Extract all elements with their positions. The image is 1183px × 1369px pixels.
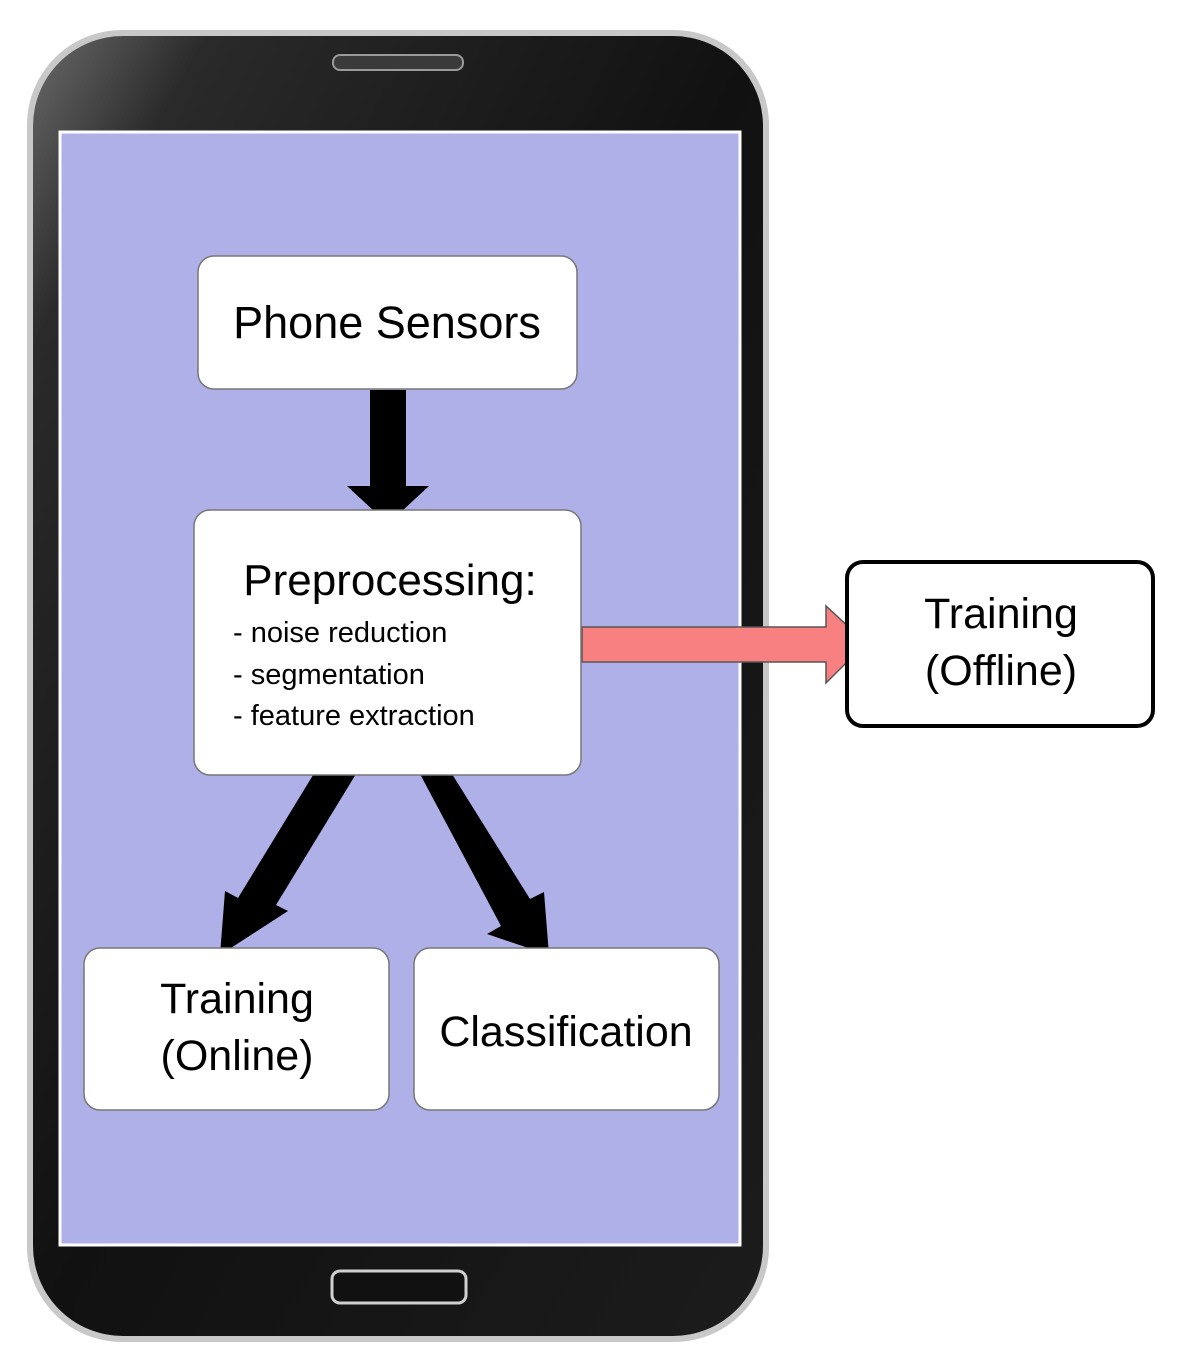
training-offline-box [845, 560, 1155, 728]
training-offline-label-line1: Training [924, 590, 1078, 638]
preprocessing-box [193, 509, 582, 776]
preprocessing-item: - noise reduction [233, 617, 447, 649]
speaker-slot [332, 54, 464, 71]
training-offline-label-line2: (Offline) [925, 647, 1077, 695]
preprocessing-item: - feature extraction [233, 700, 475, 732]
training-online-label-line2: (Online) [161, 1032, 314, 1080]
node-classification: Classification [413, 947, 720, 1111]
arrow-preprocessing-to-classification [420, 774, 549, 955]
classification-box [413, 947, 720, 1111]
node-phone-sensors: Phone Sensors [197, 255, 578, 390]
node-training-offline: Training (Offline) [845, 560, 1155, 728]
phone-sensors-label: Phone Sensors [233, 297, 541, 348]
node-training-online: Training (Online) [83, 947, 390, 1111]
training-online-box [83, 947, 390, 1111]
home-button [330, 1269, 468, 1305]
preprocessing-title: Preprocessing: [243, 556, 536, 605]
arrow-preprocessing-to-training-online [220, 767, 356, 955]
phone-sensors-box [197, 255, 578, 390]
training-online-label-line1: Training [160, 975, 314, 1023]
arrow-sensors-to-preprocessing [347, 390, 429, 524]
classification-label: Classification [439, 1008, 692, 1056]
node-preprocessing: Preprocessing: - noise reduction - segme… [193, 509, 582, 776]
preprocessing-item: - segmentation [233, 659, 425, 691]
